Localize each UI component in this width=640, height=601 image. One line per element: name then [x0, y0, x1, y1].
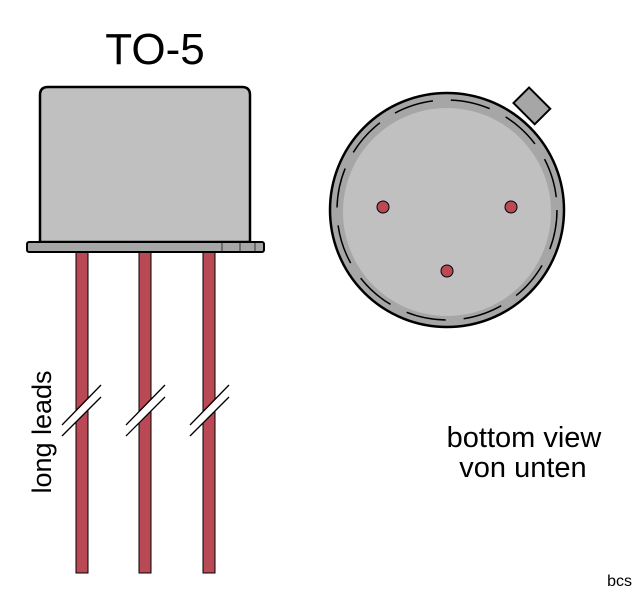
side-view: long leads [26, 85, 265, 574]
dashed-ring [336, 99, 558, 321]
long-leads-label: long leads [27, 370, 57, 493]
pin-right [504, 200, 518, 214]
bottom-view-label: bottom view [447, 422, 603, 454]
pin-bottom [440, 264, 454, 278]
pin-left [376, 200, 390, 214]
can-body [38, 85, 252, 244]
bottom-inner-face [343, 108, 551, 316]
bottom-view [328, 86, 566, 329]
von-unten-label: von unten [459, 452, 586, 484]
orientation-tab [512, 86, 552, 126]
lead-break-marks [61, 384, 230, 437]
diagram-title: TO-5 [105, 25, 204, 74]
credit-label: bcs [607, 573, 632, 590]
flange [26, 241, 265, 253]
